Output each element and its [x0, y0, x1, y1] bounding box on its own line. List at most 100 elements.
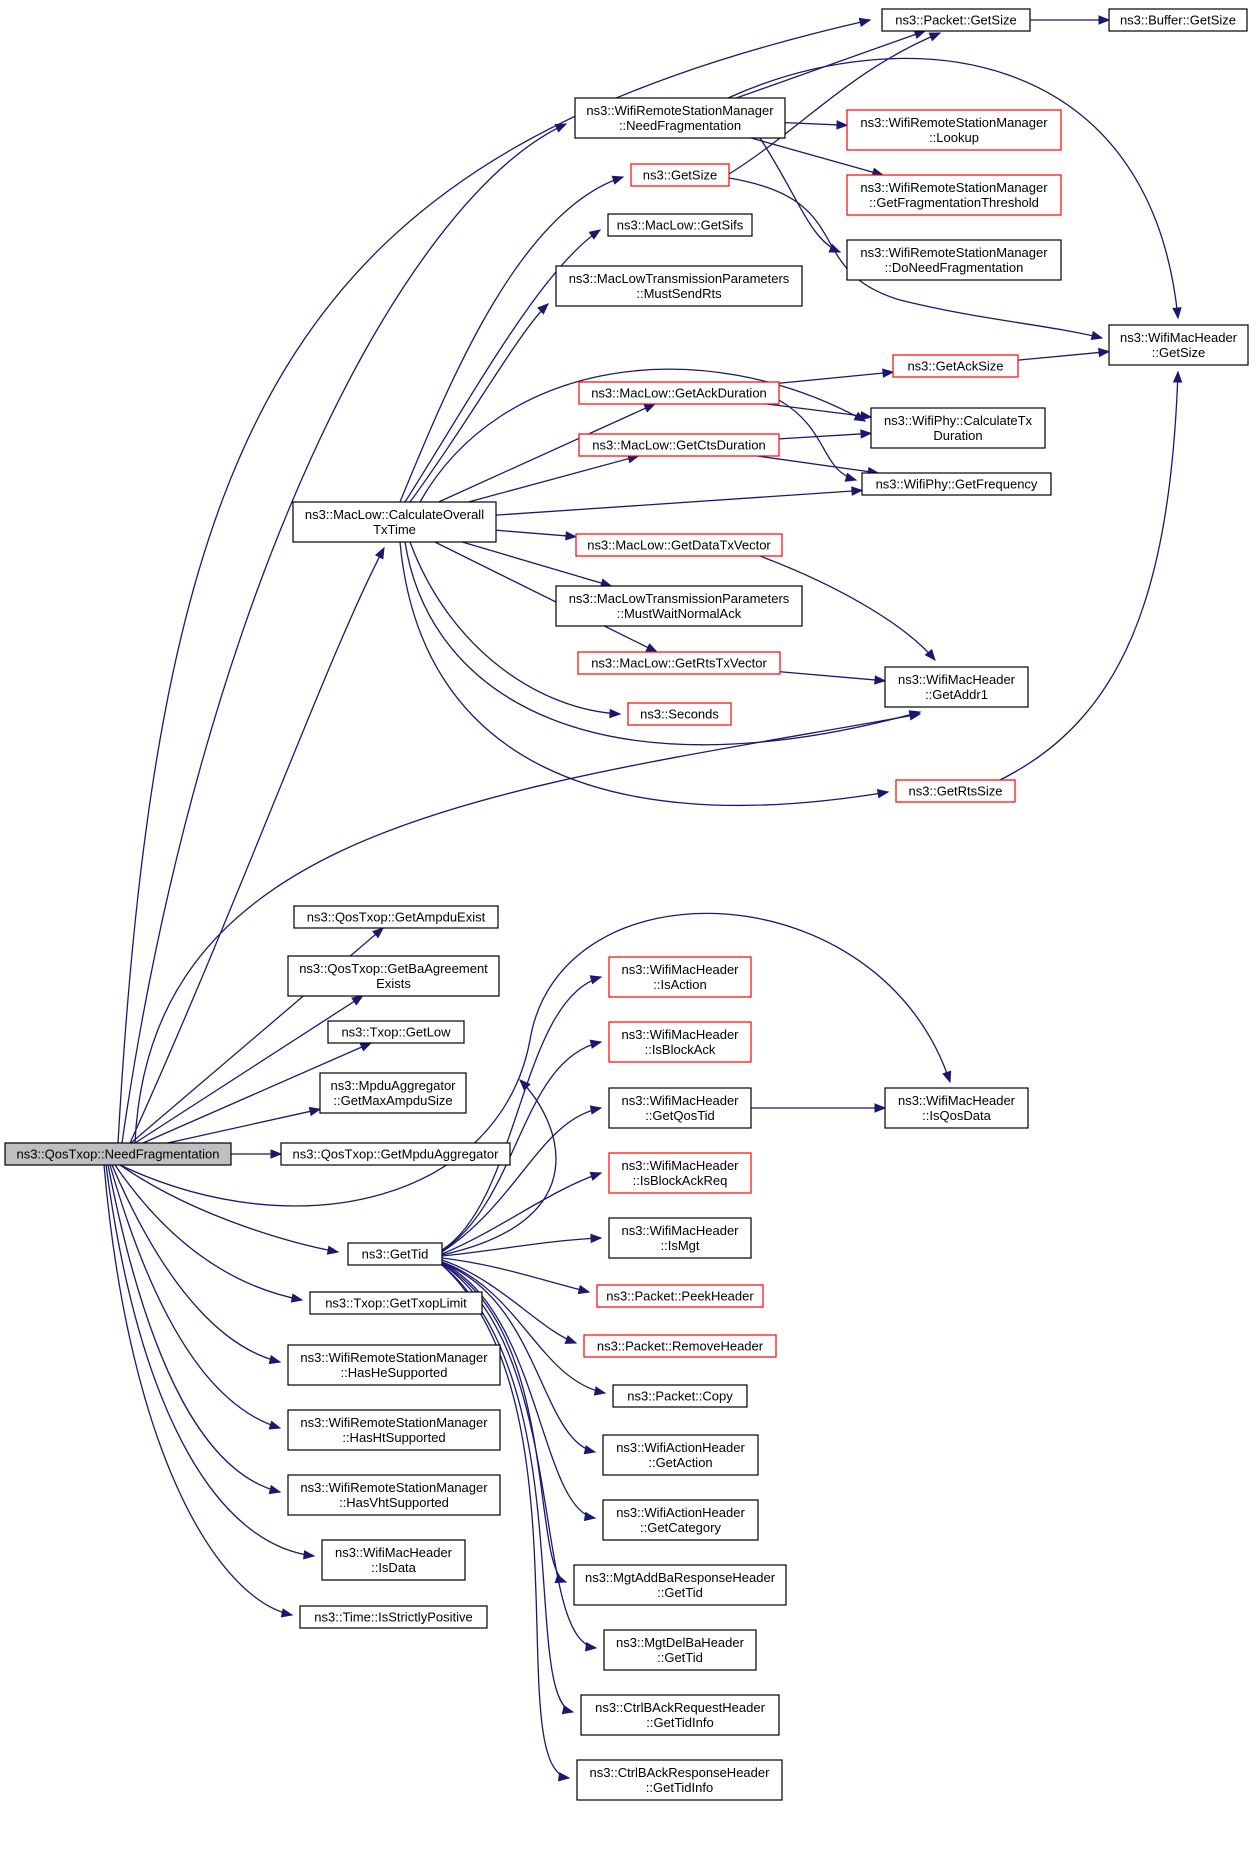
- node-wmhIsBlockAckReq[interactable]: ns3::WifiMacHeader::IsBlockAckReq: [608, 1152, 752, 1194]
- node-box: [555, 265, 803, 307]
- edge-getTid-to-wahGetAction: [441, 1262, 597, 1455]
- node-getRtsSize[interactable]: ns3::GetRtsSize: [895, 779, 1016, 803]
- node-qosGetAmpduExist[interactable]: ns3::QosTxop::GetAmpduExist: [293, 905, 499, 929]
- node-label-line: ::GetAction: [648, 1455, 712, 1470]
- node-macLowGetAckDur[interactable]: ns3::MacLow::GetAckDuration: [578, 381, 780, 405]
- node-box: [846, 239, 1062, 281]
- edge-arrowhead: [1172, 370, 1183, 383]
- edge-arrowhead: [1172, 307, 1182, 320]
- edge-wrsmNeedFrag-to-wrsmGetFragThr: [750, 137, 885, 177]
- node-macLowGetCtsDur[interactable]: ns3::MacLow::GetCtsDuration: [578, 433, 780, 457]
- node-txopGetTxopLimit[interactable]: ns3::Txop::GetTxopLimit: [309, 1291, 483, 1315]
- edge-arrowhead: [585, 1642, 598, 1652]
- edge-macLowCalcOverall-to-macLowGetSifs: [404, 229, 602, 503]
- edge-getTid-to-wmhIsMgt: [441, 1233, 603, 1257]
- node-getSize[interactable]: ns3::GetSize: [630, 163, 730, 187]
- node-packetCopy[interactable]: ns3::Packet::Copy: [612, 1384, 748, 1408]
- node-macLowGetRtsTxVec[interactable]: ns3::MacLow::GetRtsTxVector: [577, 651, 781, 675]
- node-wrsmDoNeedFrag[interactable]: ns3::WifiRemoteStationManager::DoNeedFra…: [846, 239, 1062, 281]
- node-getAckSize[interactable]: ns3::GetAckSize: [892, 354, 1019, 378]
- edge-packetGetSize-to-bufferGetSize: [1030, 15, 1111, 25]
- node-packetPeekHeader[interactable]: ns3::Packet::PeekHeader: [596, 1284, 764, 1308]
- node-label-line: ::IsData: [371, 1560, 417, 1575]
- node-label-line: ns3::WifiRemoteStationManager: [300, 1480, 488, 1495]
- node-ctrlBAckRespGetTidInfo[interactable]: ns3::CtrlBAckResponseHeader::GetTidInfo: [576, 1759, 783, 1801]
- node-label-line: ::IsBlockAck: [645, 1042, 716, 1057]
- node-getTid[interactable]: ns3::GetTid: [347, 1242, 443, 1266]
- node-wmhIsBlockAck[interactable]: ns3::WifiMacHeader::IsBlockAck: [608, 1021, 752, 1063]
- node-wrsmGetFragThr[interactable]: ns3::WifiRemoteStationManager::GetFragme…: [846, 174, 1062, 216]
- node-wrsmLookup[interactable]: ns3::WifiRemoteStationManager::Lookup: [846, 109, 1062, 151]
- node-label-line: ::GetFragmentationThreshold: [869, 195, 1039, 210]
- node-wmhGetSize[interactable]: ns3::WifiMacHeader::GetSize: [1108, 324, 1249, 366]
- node-wmhIsData[interactable]: ns3::WifiMacHeader::IsData: [321, 1539, 466, 1581]
- node-box: [884, 1087, 1029, 1129]
- node-txopGetLow[interactable]: ns3::Txop::GetLow: [327, 1020, 465, 1044]
- node-timeIsStrictlyPos[interactable]: ns3::Time::IsStrictlyPositive: [299, 1605, 488, 1629]
- node-label-line: ns3::MacLow::GetRtsTxVector: [591, 656, 767, 671]
- node-wrsmNeedFrag[interactable]: ns3::WifiRemoteStationManager::NeedFragm…: [574, 97, 786, 139]
- edge-arrowhead: [588, 229, 602, 240]
- node-box: [580, 1694, 780, 1736]
- node-packetRemoveHeader[interactable]: ns3::Packet::RemoveHeader: [583, 1334, 777, 1358]
- node-bufferGetSize[interactable]: ns3::Buffer::GetSize: [1108, 8, 1248, 32]
- node-mltpMustWaitNormalAck[interactable]: ns3::MacLowTransmissionParameters::MustW…: [555, 585, 803, 627]
- node-label-line: ns3::MacLow::GetSifs: [617, 218, 744, 233]
- node-box: [892, 354, 1019, 378]
- node-label-line: ns3::Txop::GetLow: [341, 1025, 451, 1040]
- node-mpduAggGetMax[interactable]: ns3::MpduAggregator::GetMaxAmpduSize: [319, 1072, 467, 1114]
- node-box: [287, 1344, 501, 1386]
- edge-root-to-mpduAggGetMax: [167, 1106, 322, 1144]
- node-label-line: ns3::WifiMacHeader: [621, 1093, 739, 1108]
- node-wahGetCategory[interactable]: ns3::WifiActionHeader::GetCategory: [602, 1499, 759, 1541]
- node-label-line: ns3::WifiMacHeader: [898, 1093, 1016, 1108]
- node-wmhIsMgt[interactable]: ns3::WifiMacHeader::IsMgt: [608, 1217, 752, 1259]
- edge-arrowhead: [565, 531, 578, 541]
- node-wmhIsQosData[interactable]: ns3::WifiMacHeader::IsQosData: [884, 1087, 1029, 1129]
- node-box: [1108, 324, 1249, 366]
- node-mgtAddBaRespGetTid[interactable]: ns3::MgtAddBaResponseHeader::GetTid: [573, 1564, 787, 1606]
- node-wifiPhyGetFreq[interactable]: ns3::WifiPhy::GetFrequency: [861, 472, 1052, 496]
- edge-getTid-to-ctrlBAckReqGetTidInfo: [441, 1264, 575, 1715]
- node-wmhIsAction[interactable]: ns3::WifiMacHeader::IsAction: [608, 956, 752, 998]
- edge-getTid-to-wahGetCategory: [441, 1262, 597, 1522]
- node-label-line: ns3::WifiMacHeader: [621, 1158, 739, 1173]
- node-mgtDelBaGetTid[interactable]: ns3::MgtDelBaHeader::GetTid: [603, 1629, 757, 1671]
- edge-root-to-macLowCalcOverall: [129, 546, 385, 1144]
- node-macLowGetSifs[interactable]: ns3::MacLow::GetSifs: [607, 213, 753, 237]
- node-wmhGetQosTid[interactable]: ns3::WifiMacHeader::GetQosTid: [608, 1087, 752, 1129]
- node-wmhGetAddr1[interactable]: ns3::WifiMacHeader::GetAddr1: [884, 666, 1029, 708]
- node-label-line: TxTime: [373, 522, 416, 537]
- node-root[interactable]: ns3::QosTxop::NeedFragmentation: [4, 1142, 232, 1166]
- edge-root-to-wmhGetAddr1: [134, 711, 922, 1144]
- node-label-line: ns3::MacLow::CalculateOverall: [305, 507, 484, 522]
- edge-macLowCalcOverall-to-getSize: [399, 175, 625, 503]
- node-box: [309, 1291, 483, 1315]
- node-label-line: ns3::GetTid: [362, 1247, 429, 1262]
- node-packetGetSize[interactable]: ns3::Packet::GetSize: [881, 8, 1031, 32]
- node-box: [347, 1242, 443, 1266]
- node-box: [287, 1409, 501, 1451]
- node-macLowGetDataTxVec[interactable]: ns3::MacLow::GetDataTxVector: [575, 533, 783, 557]
- edge-arrowhead: [290, 1293, 304, 1303]
- node-label-line: ns3::WifiRemoteStationManager: [860, 180, 1048, 195]
- node-label-line: ns3::WifiMacHeader: [335, 1545, 453, 1560]
- node-seconds[interactable]: ns3::Seconds: [627, 702, 732, 726]
- edge-wrsmNeedFrag-to-wrsmDoNeedFrag: [759, 137, 842, 253]
- node-ctrlBAckReqGetTidInfo[interactable]: ns3::CtrlBAckRequestHeader::GetTidInfo: [580, 1694, 780, 1736]
- node-label-line: ::MustSendRts: [636, 286, 722, 301]
- edge-arrowhead: [537, 303, 549, 315]
- node-mltpMustSendRts[interactable]: ns3::MacLowTransmissionParameters::MustS…: [555, 265, 803, 307]
- node-label-line: ::HasHtSupported: [342, 1430, 445, 1445]
- node-wrsmHasHt[interactable]: ns3::WifiRemoteStationManager::HasHtSupp…: [287, 1409, 501, 1451]
- node-wrsmHasHe[interactable]: ns3::WifiRemoteStationManager::HasHeSupp…: [287, 1344, 501, 1386]
- edge-getTid-to-ctrlBAckRespGetTidInfo: [441, 1264, 571, 1782]
- node-wahGetAction[interactable]: ns3::WifiActionHeader::GetAction: [602, 1434, 759, 1476]
- edge-arrowhead: [554, 123, 568, 133]
- edge-macLowCalcOverall-to-mltpMustSendRts: [409, 303, 549, 503]
- node-wrsmHasVht[interactable]: ns3::WifiRemoteStationManager::HasVhtSup…: [287, 1474, 501, 1516]
- node-qosGetMpduAgg[interactable]: ns3::QosTxop::GetMpduAggregator: [280, 1142, 511, 1166]
